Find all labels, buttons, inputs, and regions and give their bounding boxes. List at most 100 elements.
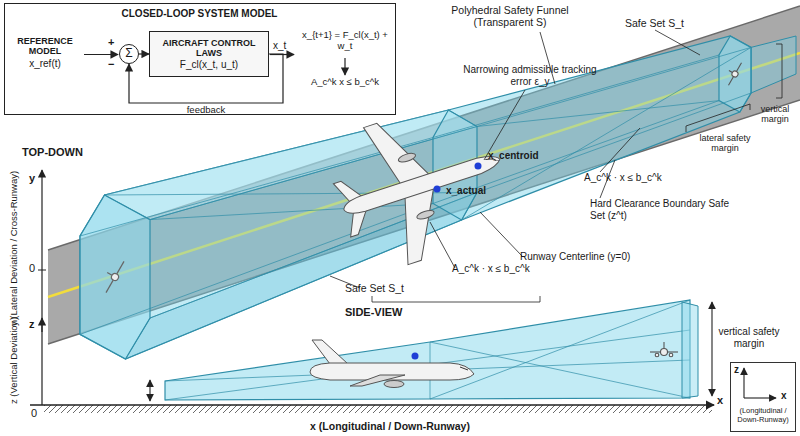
funnel-edges <box>80 47 751 334</box>
callout-text: vertical margin <box>752 104 798 125</box>
plane-tail <box>312 340 348 364</box>
callout-text: Narrowing admissible tracking error ε_y <box>455 64 605 87</box>
sign-symbol: + <box>108 36 118 49</box>
side-funnel-edges <box>165 300 690 400</box>
plane-engine <box>384 381 404 388</box>
axis-name: y <box>29 172 39 185</box>
callout-text: Hard Clearance Boundary Safe Set (z^t) <box>590 198 740 221</box>
margin-arrow <box>149 380 150 401</box>
constraint-arrow <box>344 58 345 75</box>
equation: A_c^k · x ≤ b_c^k <box>584 172 694 184</box>
axis-title: x (Longitudinal / Down-Runway) <box>240 420 540 432</box>
range-bracket <box>372 296 540 302</box>
callout-text: Polyhedral Safety Funnel (Transparent S) <box>425 4 595 28</box>
side-funnel <box>165 300 690 400</box>
plane-engine <box>669 353 673 357</box>
axis-name: z <box>734 364 744 376</box>
system-model-panel: CLOSED-LOOP SYSTEM MODEL Σ AIRCRAFT CONTRO… <box>4 3 396 115</box>
plane-fuselage <box>661 349 668 356</box>
ground-hatch <box>44 405 712 413</box>
x-axis <box>30 404 714 405</box>
block-label: REFERENCE MODEL <box>10 36 80 57</box>
sum-symbol: Σ <box>125 47 132 61</box>
margin-arrow <box>711 302 712 396</box>
axis-tick <box>38 270 46 271</box>
z-axis <box>41 318 42 405</box>
funnel-edge <box>430 300 690 399</box>
inset-axis <box>744 397 776 398</box>
funnel-section <box>682 302 698 398</box>
view-title: SIDE-VIEW <box>345 306 435 319</box>
inset-axis <box>743 368 744 398</box>
funnel-edge <box>477 101 719 127</box>
edge-label: feedback <box>171 105 241 116</box>
centroid-dot <box>475 163 482 170</box>
y-axis <box>41 170 42 332</box>
process-box: AIRCRAFT CONTROL LAWSF_cl(x_t, u_t) <box>149 31 269 77</box>
plane-front-view <box>98 257 127 294</box>
margin-bracket <box>686 104 750 132</box>
plane-engine <box>655 353 659 357</box>
point-name: x_actual <box>446 185 506 197</box>
actual-dot <box>434 186 441 193</box>
axis-value: 0 <box>29 262 39 275</box>
connector <box>139 53 149 54</box>
callout-text: Safe Set S_t <box>345 282 425 294</box>
axis-inset: z x (Longitudinal / Down-Runway) <box>730 362 796 432</box>
funnel-edge <box>165 330 690 400</box>
plane-wing <box>106 261 124 292</box>
axis-name: x <box>781 390 793 402</box>
axis-name: x <box>717 394 729 407</box>
block-title: AIRCRAFT CONTROL LAWS <box>154 38 264 59</box>
funnel-section <box>719 36 751 112</box>
equation: A_c^k · x ≤ b_c^k <box>452 263 562 275</box>
axis-title: z (Vertical Deviation) <box>9 310 20 410</box>
plane-fuselage <box>341 151 502 217</box>
plane-engine <box>416 209 435 221</box>
funnel-edge <box>165 360 690 381</box>
centroid-dot <box>412 353 419 360</box>
leader-lines <box>330 30 782 302</box>
axis-caption: (Longitudinal / Down-Runway) <box>732 407 794 424</box>
summing-junction: Σ <box>119 44 139 64</box>
funnel-edge <box>150 204 433 220</box>
plane-cockpit <box>460 367 468 370</box>
panel-title: CLOSED-LOOP SYSTEM MODEL <box>5 8 394 20</box>
callout-text: Runway Centerline (y=0) <box>520 251 680 263</box>
plane-fuselage <box>110 272 120 282</box>
block-function: F_cl(x_t, u_t) <box>151 59 267 71</box>
view-title: TOP-DOWN <box>22 146 112 159</box>
equation: x_{t+1} = F_cl(x_t) + w_t <box>296 30 394 52</box>
aircraft-side <box>310 340 474 388</box>
leader-line <box>480 212 522 256</box>
callout-text: Safe Set S_t <box>625 17 705 29</box>
aircraft-top <box>320 91 522 279</box>
leader-line <box>430 222 455 268</box>
plane-engine <box>397 152 416 164</box>
plane-fuselage <box>731 70 739 78</box>
callout-text: vertical safety margin <box>718 326 780 349</box>
margin-bracket <box>776 44 782 98</box>
axis-name: z <box>29 318 39 331</box>
callout-text: lateral safety margin <box>690 133 760 154</box>
output-arrow <box>270 54 294 55</box>
leader-line <box>600 128 640 172</box>
axis-title: y (Lateral Deviation / Cross-Runway) <box>9 153 20 343</box>
reference-arrow <box>84 54 118 55</box>
plane-front-view <box>650 342 678 357</box>
funnel-facet <box>126 193 478 360</box>
leader-line <box>484 90 525 160</box>
funnel-extension <box>751 36 796 93</box>
funnel-edge <box>477 47 751 126</box>
signal-name: x_ref(t) <box>14 58 76 70</box>
signal-name: x_t <box>273 40 297 52</box>
leader-line <box>655 30 700 55</box>
plane-front-view <box>722 59 744 87</box>
axis-value: 0 <box>31 407 41 420</box>
equation: A_c^k x ≤ b_c^k <box>296 77 394 88</box>
point-name: x_centroid <box>488 150 558 162</box>
plane-wing <box>729 63 742 86</box>
